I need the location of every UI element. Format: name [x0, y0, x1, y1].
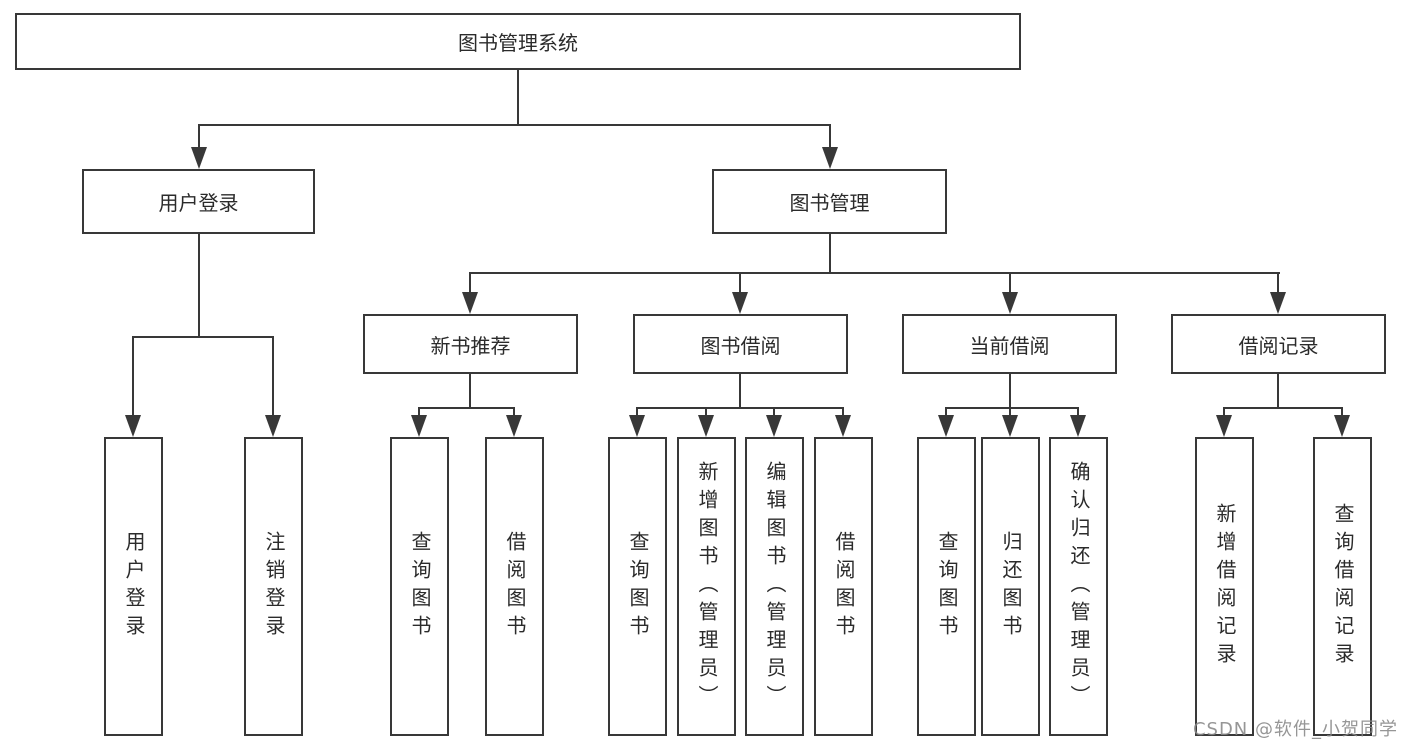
connector-arrow — [1070, 415, 1086, 437]
connector-line — [1223, 407, 1343, 409]
connector-line — [1077, 407, 1079, 419]
connector-line — [739, 272, 741, 293]
connector-line — [829, 234, 831, 272]
node-label: 用户登录 — [158, 191, 239, 215]
node-current-borrowing: 当前借阅 — [902, 314, 1117, 374]
connector-line — [132, 336, 134, 418]
leaf-add-book-admin: 新增图书（管理员） — [677, 437, 736, 736]
connector-arrow — [629, 415, 645, 437]
connector-arrow — [411, 415, 427, 437]
node-label: 图书管理 — [789, 191, 870, 215]
leaf-return-books: 归还图书 — [981, 437, 1040, 736]
node-label: 查询图书 — [626, 530, 650, 643]
connector-line — [469, 374, 471, 407]
connector-line — [198, 234, 200, 336]
connector-line — [636, 407, 638, 419]
connector-line — [418, 407, 515, 409]
connector-line — [1009, 374, 1011, 407]
connector-line — [1009, 272, 1011, 293]
connector-line — [636, 407, 844, 409]
node-label: 归还图书 — [999, 530, 1023, 643]
connector-line — [517, 70, 519, 124]
node-label: 编辑图书（管理员） — [763, 460, 787, 713]
connector-line — [1277, 374, 1279, 407]
connector-line — [470, 272, 1280, 274]
connector-line — [469, 272, 471, 293]
connector-arrow — [766, 415, 782, 437]
node-label: 借阅记录 — [1238, 333, 1319, 358]
connector-arrow — [1334, 415, 1350, 437]
connector-line — [513, 407, 515, 419]
connector-line — [198, 124, 831, 126]
node-book-management: 图书管理 — [712, 169, 947, 234]
leaf-user-login: 用户登录 — [104, 437, 163, 736]
leaf-add-borrow-record: 新增借阅记录 — [1195, 437, 1254, 736]
node-label: 查询图书 — [935, 530, 959, 643]
leaf-query-books-borrowing: 查询图书 — [608, 437, 667, 736]
connector-arrow — [1002, 415, 1018, 437]
node-new-book-recommendation: 新书推荐 — [363, 314, 578, 374]
connector-arrow — [698, 415, 714, 437]
connector-line — [1223, 407, 1225, 419]
node-label: 查询图书 — [408, 530, 432, 643]
node-book-borrowing: 图书借阅 — [633, 314, 848, 374]
node-label: 注销登录 — [262, 530, 286, 643]
connector-line — [945, 407, 947, 419]
node-label: 借阅图书 — [832, 530, 856, 643]
connector-line — [842, 407, 844, 419]
watermark: CSDN @软件_小贺同学 — [1192, 719, 1398, 740]
connector-arrow — [938, 415, 954, 437]
connector-line — [705, 407, 707, 419]
connector-arrow — [822, 147, 838, 169]
node-label: 借阅图书 — [503, 530, 527, 643]
connector-line — [272, 336, 274, 418]
connector-arrow — [732, 292, 748, 314]
connector-arrow — [125, 415, 141, 437]
node-user-login: 用户登录 — [82, 169, 315, 234]
connector-arrow — [1002, 292, 1018, 314]
leaf-borrow-books-recommend: 借阅图书 — [485, 437, 544, 736]
connector-line — [418, 407, 420, 419]
node-label: 查询借阅记录 — [1331, 502, 1355, 671]
connector-line — [739, 374, 741, 407]
connector-line — [829, 124, 831, 150]
connector-arrow — [1216, 415, 1232, 437]
connector-arrow — [191, 147, 207, 169]
connector-line — [1009, 407, 1011, 419]
connector-line — [1277, 272, 1279, 293]
connector-line — [198, 124, 200, 150]
connector-arrow — [1270, 292, 1286, 314]
connector-arrow — [835, 415, 851, 437]
node-label: 用户登录 — [122, 530, 146, 643]
leaf-query-borrow-record: 查询借阅记录 — [1313, 437, 1372, 736]
node-label: 新书推荐 — [430, 333, 511, 358]
node-label: 当前借阅 — [969, 333, 1050, 358]
node-label: 图书管理系统 — [458, 31, 578, 55]
leaf-logout: 注销登录 — [244, 437, 303, 736]
node-label: 新增借阅记录 — [1213, 502, 1237, 671]
leaf-edit-book-admin: 编辑图书（管理员） — [745, 437, 804, 736]
leaf-query-books-recommend: 查询图书 — [390, 437, 449, 736]
connector-arrow — [265, 415, 281, 437]
leaf-confirm-return-admin: 确认归还（管理员） — [1049, 437, 1108, 736]
connector-line — [1341, 407, 1343, 419]
node-label: 图书借阅 — [700, 333, 781, 358]
node-borrowing-records: 借阅记录 — [1171, 314, 1386, 374]
node-library-management-system: 图书管理系统 — [15, 13, 1021, 70]
connector-arrow — [462, 292, 478, 314]
node-label: 新增图书（管理员） — [695, 460, 719, 713]
connector-line — [773, 407, 775, 419]
connector-arrow — [506, 415, 522, 437]
leaf-query-books-current: 查询图书 — [917, 437, 976, 736]
node-label: 确认归还（管理员） — [1067, 460, 1091, 713]
connector-line — [132, 336, 274, 338]
leaf-borrow-books-borrowing: 借阅图书 — [814, 437, 873, 736]
connector-line — [945, 407, 1079, 409]
